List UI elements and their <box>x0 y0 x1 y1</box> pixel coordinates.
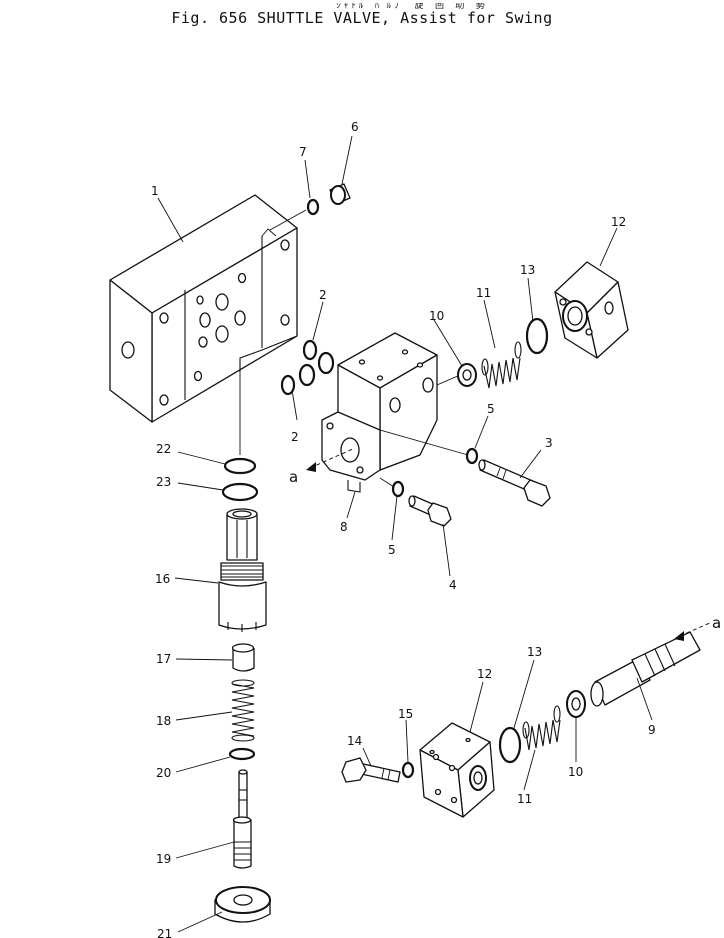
bolt-part-3 <box>478 459 551 507</box>
spring-part-11-lower <box>522 705 561 751</box>
label-part-4: 4 <box>449 578 457 592</box>
washer-part-15 <box>401 761 415 779</box>
label-part-7: 7 <box>299 145 307 159</box>
label-part-12-upper: 12 <box>611 215 626 229</box>
label-part-17: 17 <box>156 652 171 666</box>
cover-part-12-lower <box>419 722 495 818</box>
flow-arrows <box>306 447 713 641</box>
o-ring-part-7 <box>306 198 320 216</box>
washer-part-5-upper <box>465 447 479 465</box>
label-part-15: 15 <box>398 707 413 721</box>
o-ring-part-22 <box>223 457 257 475</box>
label-part-18: 18 <box>156 714 171 728</box>
flow-marker-a-right: a <box>712 614 721 632</box>
label-part-5-lower: 5 <box>388 543 396 557</box>
washer-part-10-upper <box>457 363 477 387</box>
label-part-19: 19 <box>156 852 171 866</box>
o-ring-part-13-lower <box>498 726 522 764</box>
label-part-2-upper: 2 <box>319 288 327 302</box>
o-ring-part-23 <box>221 482 259 502</box>
label-part-6: 6 <box>351 120 359 134</box>
label-part-12-lower: 12 <box>477 667 492 681</box>
spring-part-11-upper <box>481 341 522 389</box>
label-part-23: 23 <box>156 475 171 489</box>
figure-title-block: ｼｬﾄﾙ ﾊﾞﾙﾌﾞ 旋 回 助 勢 Fig. 656 SHUTTLE VALV… <box>0 3 724 27</box>
label-part-11-lower: 11 <box>517 792 532 806</box>
part-number-labels: 1 2 2 3 4 5 5 6 7 8 9 10 10 11 11 12 12 … <box>151 120 721 938</box>
label-part-21: 21 <box>157 927 172 938</box>
spring-part-18 <box>231 679 255 742</box>
label-part-22: 22 <box>156 442 171 456</box>
flow-marker-a-left: a <box>289 468 298 486</box>
label-part-11-upper: 11 <box>476 286 491 300</box>
bolt-part-4 <box>408 495 452 527</box>
plug-part-6 <box>329 183 351 205</box>
figure-jp-caption: ｼｬﾄﾙ ﾊﾞﾙﾌﾞ 旋 回 助 勢 <box>336 3 488 9</box>
washer-part-10-lower <box>566 690 586 718</box>
washer-part-5-lower <box>391 480 405 498</box>
o-ring-part-20 <box>228 747 256 761</box>
retainer-part-17 <box>231 643 255 672</box>
label-part-9: 9 <box>648 723 656 737</box>
figure-title: Fig. 656 SHUTTLE VALVE, Assist for Swing <box>171 9 553 27</box>
washer-part-21 <box>214 886 271 923</box>
label-part-13-lower: 13 <box>527 645 542 659</box>
label-part-20: 20 <box>156 766 171 780</box>
label-part-1: 1 <box>151 184 159 198</box>
sleeve-part-16 <box>218 508 267 632</box>
label-part-10-upper: 10 <box>429 309 444 323</box>
label-part-10-lower: 10 <box>568 765 583 779</box>
bolt-part-14 <box>341 757 401 783</box>
leader-lines <box>157 135 653 933</box>
o-rings-part-2 <box>280 339 335 396</box>
valve-body-part-1 <box>109 194 298 423</box>
o-ring-part-13-upper <box>525 317 549 355</box>
spool-part-19 <box>232 769 252 869</box>
label-part-13-upper: 13 <box>520 263 535 277</box>
shuttle-housing-part-8 <box>321 332 438 493</box>
label-part-3: 3 <box>545 436 553 450</box>
label-part-16: 16 <box>155 572 170 586</box>
shuttle-spool-part-9 <box>590 631 701 707</box>
label-part-14: 14 <box>347 734 362 748</box>
label-part-2-lower: 2 <box>291 430 299 444</box>
label-part-8: 8 <box>340 520 348 534</box>
cover-part-12-upper <box>554 261 629 359</box>
label-part-5-upper: 5 <box>487 402 495 416</box>
